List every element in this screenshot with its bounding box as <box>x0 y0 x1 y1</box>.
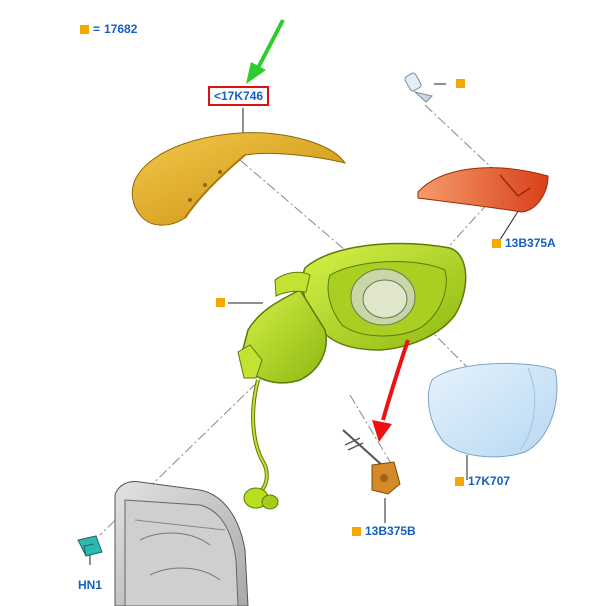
legend-equals: = <box>93 22 101 36</box>
callout-mirror-housing[interactable] <box>216 298 229 307</box>
callout-marker-bulb-holder <box>352 526 361 536</box>
green-indicator-arrow <box>246 19 285 84</box>
callout-marker-mirror-housing <box>216 298 225 307</box>
red-indicator-arrow <box>372 339 410 442</box>
retaining-clip <box>77 535 103 557</box>
callout-bulb[interactable] <box>456 79 469 88</box>
callout-label-turn-signal: 13B375A <box>505 236 556 250</box>
door-panel <box>114 481 249 606</box>
callout-mirror-cover[interactable]: <17K746 <box>208 86 270 106</box>
callout-turn-signal[interactable]: 13B375A <box>492 236 556 250</box>
mirror-glass <box>427 362 558 458</box>
callout-label-retaining-clip: HN1 <box>78 578 103 592</box>
callout-marker-turn-signal <box>492 238 501 248</box>
bulb-holder <box>342 429 401 495</box>
callout-marker-bulb <box>456 79 465 88</box>
callout-label-mirror-glass: 17K707 <box>468 474 511 488</box>
callout-bulb-holder[interactable]: 13B375B <box>352 524 416 538</box>
turn-signal-indicator <box>417 167 549 213</box>
mirror-cover <box>131 132 347 226</box>
legend: = 17682 <box>80 22 137 36</box>
legend-code: 17682 <box>104 22 138 36</box>
bulb <box>404 72 433 103</box>
callout-mirror-glass[interactable]: 17K707 <box>455 474 510 488</box>
leader-lines <box>89 83 523 565</box>
callout-label-bulb-holder: 13B375B <box>365 524 416 538</box>
callout-retaining-clip[interactable]: HN1 <box>78 578 102 592</box>
mirror-housing <box>237 242 467 510</box>
legend-marker <box>80 24 89 34</box>
assembly-lines <box>99 104 511 536</box>
callout-marker-mirror-glass <box>455 476 464 486</box>
callout-label-mirror-cover: <17K746 <box>208 86 270 106</box>
